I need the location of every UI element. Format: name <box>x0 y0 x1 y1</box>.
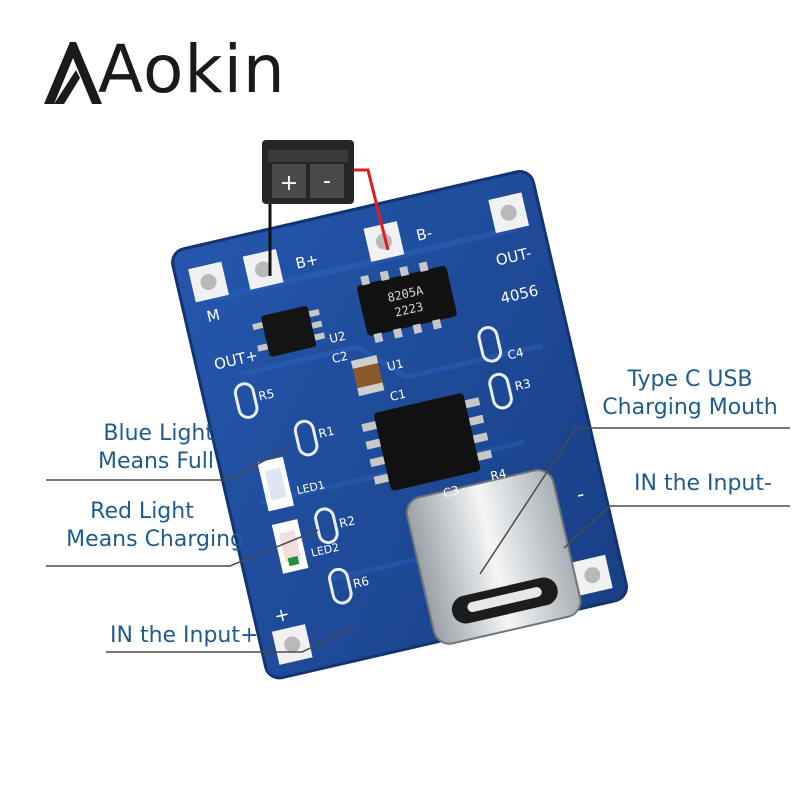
charger-ic <box>361 393 493 491</box>
usb-c-port <box>405 469 582 645</box>
callout-in-minus: IN the Input- <box>634 471 772 496</box>
callout-blue-light: Blue Light Means Full <box>70 420 214 476</box>
battery-connector: + - <box>262 140 390 276</box>
callout-type-c: Type C USB Charging Mouth <box>588 366 792 422</box>
label-r4: R4 <box>489 466 508 483</box>
red-wire <box>352 168 390 251</box>
label-r6: R6 <box>352 574 371 591</box>
mosfet-code-bottom: 2223 <box>393 300 424 320</box>
callout-red-light-line2: Means Charging <box>66 527 244 552</box>
leader-in-minus <box>563 505 790 549</box>
label-r3: R3 <box>513 376 532 393</box>
pad-out-minus <box>488 192 530 234</box>
led-blue <box>257 456 295 512</box>
connector-plus-label: + <box>280 171 298 196</box>
leader-blue-light <box>46 445 291 481</box>
label-b-plus: B+ <box>294 250 320 273</box>
label-b-minus: B- <box>415 224 434 245</box>
label-c3: C3 <box>442 483 461 500</box>
brand-name: Aokin <box>98 31 286 108</box>
capacitor-c1 <box>350 355 385 397</box>
label-u2: U2 <box>328 329 347 346</box>
label-r1: R1 <box>317 424 336 441</box>
pad-m <box>188 261 229 303</box>
leader-type-c <box>479 427 790 575</box>
callout-type-c-line2: Charging Mouth <box>602 395 778 420</box>
label-c4: C4 <box>506 345 525 362</box>
pcb-board: 8205A 2223 <box>171 170 629 680</box>
callout-red-light: Red Light Means Charging <box>40 498 244 554</box>
label-led2: LED2 <box>310 541 341 560</box>
protection-ic <box>252 305 326 357</box>
callout-blue-light-line1: Blue Light <box>103 421 214 446</box>
callout-type-c-line1: Type C USB <box>627 367 753 392</box>
leader-red-light <box>46 529 319 567</box>
label-r5: R5 <box>257 386 276 403</box>
pad-b-plus <box>242 249 284 290</box>
mosfet-chip: 8205A 2223 <box>357 261 457 344</box>
callout-red-light-line1: Red Light <box>90 499 194 524</box>
label-m: M <box>205 306 222 326</box>
leader-lines <box>46 427 790 653</box>
label-led1: LED1 <box>295 478 326 497</box>
pad-in-plus <box>271 624 313 665</box>
label-u1: U1 <box>386 356 405 373</box>
led-red <box>271 519 309 574</box>
logo-mark-icon <box>44 42 102 104</box>
connector-minus-label: - <box>323 169 331 194</box>
callout-in-plus: IN the Input+ <box>110 623 259 648</box>
callout-blue-light-line2: Means Full <box>97 449 214 474</box>
brand-logo: Aokin <box>36 30 285 110</box>
pad-in-minus <box>571 554 613 596</box>
resistor-footprints <box>233 326 513 605</box>
label-c2: C2 <box>331 349 350 366</box>
label-plus: + <box>272 604 291 628</box>
leader-in-plus <box>106 625 357 653</box>
label-c1: C1 <box>389 387 408 404</box>
label-r2: R2 <box>338 513 357 530</box>
